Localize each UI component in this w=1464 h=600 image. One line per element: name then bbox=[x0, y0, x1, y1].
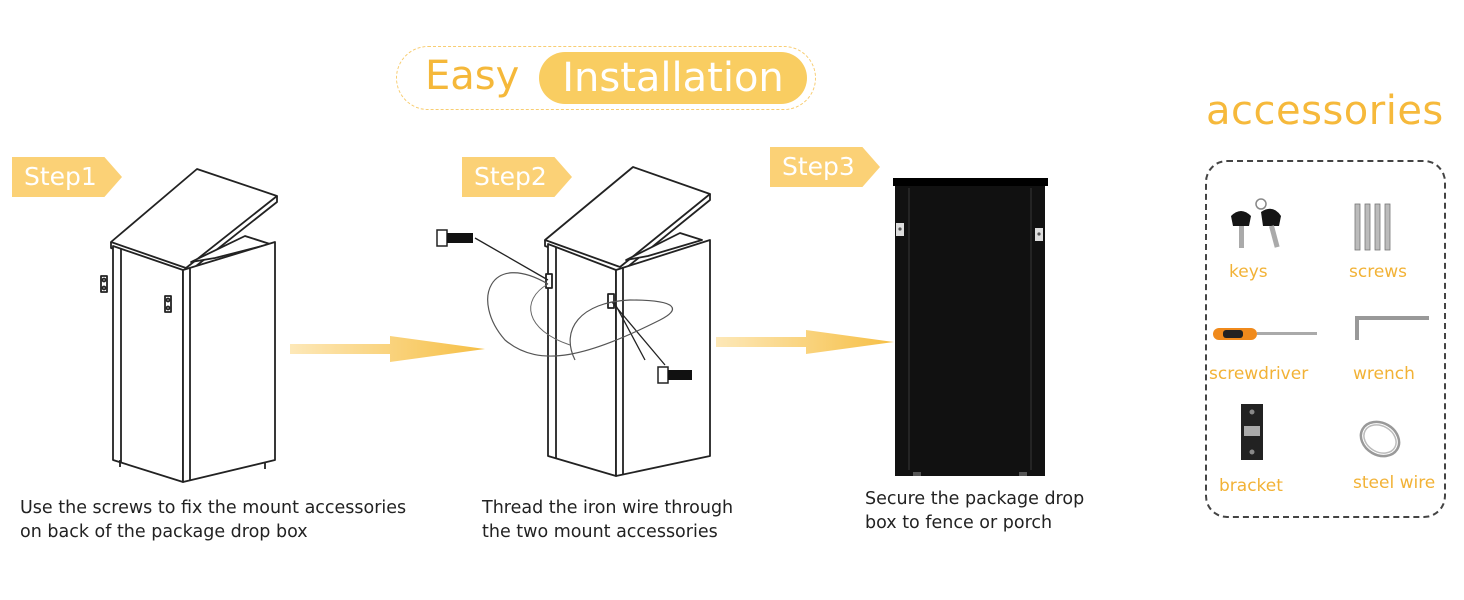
screws-label: screws bbox=[1349, 262, 1408, 282]
keys-label: keys bbox=[1229, 262, 1268, 282]
accessories-title: accessories bbox=[1206, 88, 1444, 134]
bolt-icon bbox=[436, 229, 692, 384]
bracket-icon bbox=[1241, 404, 1263, 460]
keys-icon bbox=[1231, 198, 1281, 248]
screwdriver-label: screwdriver bbox=[1209, 364, 1309, 384]
arrow-right-icon bbox=[716, 330, 894, 354]
title-easy: Easy bbox=[425, 53, 520, 99]
steel-wire-label: steel wire bbox=[1353, 473, 1436, 493]
title-installation: Installation bbox=[539, 52, 807, 104]
title-banner: Easy Installation bbox=[396, 46, 816, 110]
step1-caption: Use the screws to fix the mount accessor… bbox=[20, 496, 406, 544]
step2-caption-line1: Thread the iron wire through bbox=[482, 498, 734, 518]
screwdriver-icon bbox=[1213, 328, 1317, 340]
step3-caption: Secure the package drop box to fence or … bbox=[865, 487, 1084, 535]
steel-wire-icon bbox=[1359, 420, 1401, 458]
wrench-icon bbox=[1355, 316, 1429, 340]
step3-caption-line2: box to fence or porch bbox=[865, 513, 1053, 533]
bracket-label: bracket bbox=[1219, 476, 1283, 496]
arrow-right-icon bbox=[290, 336, 485, 362]
step3-tag: Step3 bbox=[770, 147, 880, 187]
step2-tag: Step2 bbox=[462, 157, 572, 197]
step1-tag: Step1 bbox=[12, 157, 122, 197]
step1-caption-line1: Use the screws to fix the mount accessor… bbox=[20, 498, 407, 518]
wrench-label: wrench bbox=[1353, 364, 1415, 384]
step2-caption: Thread the iron wire through the two mou… bbox=[482, 496, 733, 544]
accessories-panel: keys screws screwdriver wrench bracket s… bbox=[1205, 160, 1446, 518]
step1-box-illustration bbox=[100, 168, 278, 483]
screws-icon bbox=[1354, 203, 1391, 251]
step3-caption-line1: Secure the package drop bbox=[865, 489, 1085, 509]
step2-box-illustration bbox=[436, 166, 711, 477]
step1-caption-line2: on back of the package drop box bbox=[20, 522, 308, 542]
step3-box-illustration bbox=[893, 178, 1048, 476]
step2-caption-line2: the two mount accessories bbox=[482, 522, 718, 542]
